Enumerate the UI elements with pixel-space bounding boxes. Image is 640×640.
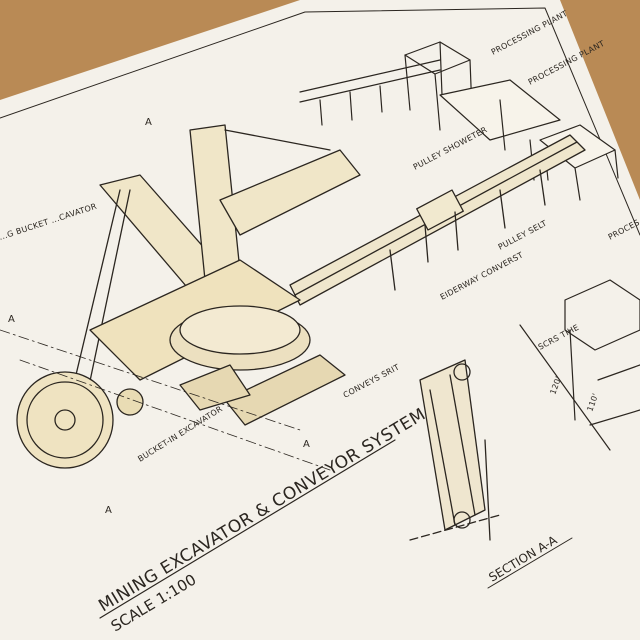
bucket-wheel-excavator-illustration xyxy=(0,124,361,471)
section-title-underline xyxy=(487,537,573,589)
conveyor-section-illustration xyxy=(409,359,501,541)
section-marker-top: A xyxy=(145,117,152,128)
section-view-illustration xyxy=(519,279,640,451)
drawing-border xyxy=(0,7,640,236)
section-marker-bottom: A xyxy=(105,505,112,516)
section-marker-left: A xyxy=(8,314,15,325)
section-marker-right: A xyxy=(303,439,310,450)
title-underline xyxy=(99,439,396,619)
